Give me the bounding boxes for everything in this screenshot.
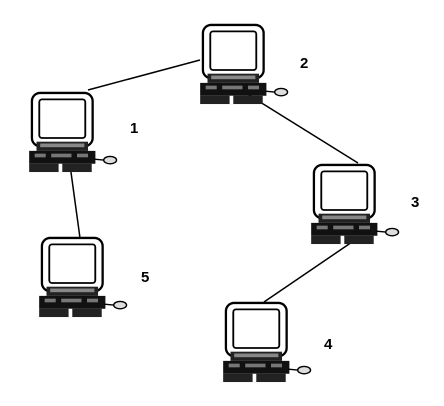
node-3: 3 (310, 163, 419, 246)
node-4: 4 (222, 301, 333, 384)
desktop-computer-icon (38, 236, 128, 319)
node-label-1: 1 (130, 120, 138, 137)
link-2-1 (87, 59, 201, 91)
node-label-5: 5 (141, 269, 149, 286)
node-2: 2 (199, 23, 308, 106)
desktop-computer-icon (222, 301, 312, 384)
desktop-computer-icon (310, 163, 400, 246)
node-label-2: 2 (300, 55, 308, 72)
node-5: 5 (38, 236, 149, 319)
desktop-computer-icon (28, 91, 118, 174)
link-3-4 (263, 239, 356, 303)
link-2-3 (243, 91, 359, 164)
node-1: 1 (28, 91, 138, 174)
desktop-computer-icon (199, 23, 289, 106)
links (69, 59, 359, 303)
node-label-4: 4 (324, 336, 333, 353)
link-1-5 (69, 164, 81, 239)
node-label-3: 3 (411, 194, 419, 211)
